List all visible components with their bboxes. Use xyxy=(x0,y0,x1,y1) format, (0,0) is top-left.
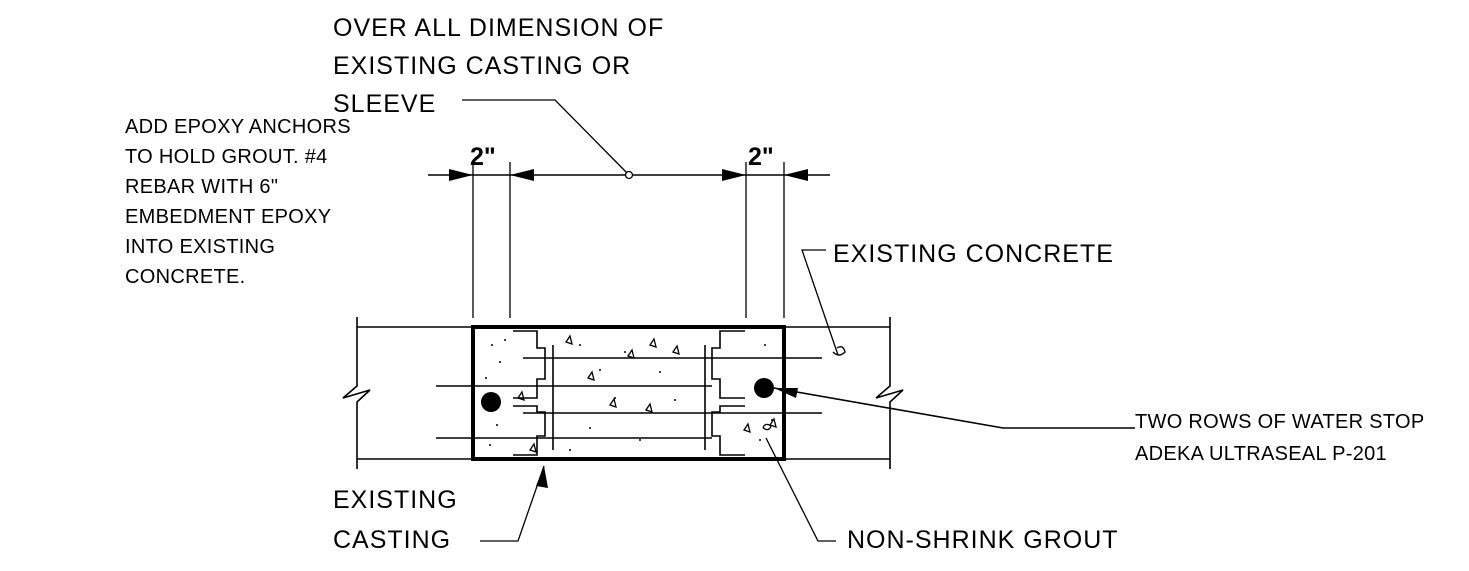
epoxy-note-line-3: REBAR WITH 6" xyxy=(125,176,278,198)
overall-dimension-line-1: OVER ALL DIMENSION OF xyxy=(333,14,664,42)
existing-concrete-leader xyxy=(801,249,846,356)
non-shrink-grout-leader xyxy=(762,423,836,542)
arrow-icon xyxy=(774,388,798,398)
water-stop-left-icon xyxy=(481,392,501,412)
epoxy-note-line-6: CONCRETE. xyxy=(125,266,245,288)
water-stop-line-1: TWO ROWS OF WATER STOP xyxy=(1135,411,1425,433)
grout-texture xyxy=(485,334,777,453)
existing-casting-leader xyxy=(480,465,548,542)
water-stop-right-icon xyxy=(754,378,774,398)
water-stop-label: TWO ROWS OF WATER STOP ADEKA ULTRASEAL P… xyxy=(1135,411,1425,465)
existing-casting-line-1: EXISTING xyxy=(333,486,458,514)
overall-dimension-leader xyxy=(462,99,634,180)
water-stop-line-2: ADEKA ULTRASEAL P-201 xyxy=(1135,443,1387,465)
leader-dot-icon xyxy=(624,170,634,180)
arrow-left-icon xyxy=(784,169,808,181)
overall-dimension-line-3: SLEEVE xyxy=(333,90,436,118)
epoxy-note-line-4: EMBEDMENT EPOXY xyxy=(125,206,331,228)
existing-casting-profile xyxy=(513,330,745,456)
arrow-right-icon xyxy=(722,169,746,181)
grout-pocket-outline xyxy=(471,325,786,461)
epoxy-anchor-note: ADD EPOXY ANCHORS TO HOLD GROUT. #4 REBA… xyxy=(125,116,351,288)
overall-dimension-line-2: EXISTING CASTING OR xyxy=(333,52,631,80)
existing-concrete-slab xyxy=(342,317,904,469)
non-shrink-grout-label: NON-SHRINK GROUT xyxy=(847,526,1119,554)
arrow-icon xyxy=(536,466,548,488)
left-dimension-text: 2" xyxy=(470,143,496,171)
arrow-left-icon xyxy=(510,169,534,181)
epoxy-note-line-1: ADD EPOXY ANCHORS xyxy=(125,116,351,138)
existing-concrete-label: EXISTING CONCRETE xyxy=(833,240,1114,268)
overall-dimension-label: OVER ALL DIMENSION OF EXISTING CASTING O… xyxy=(333,14,664,118)
epoxy-note-line-2: TO HOLD GROUT. #4 xyxy=(125,146,328,168)
break-line-right-icon xyxy=(875,317,904,469)
existing-casting-line-2: CASTING xyxy=(333,526,451,554)
water-stop-leader xyxy=(773,387,1135,429)
break-line-left-icon xyxy=(342,317,371,469)
existing-casting-label: EXISTING CASTING xyxy=(333,486,458,554)
right-dimension-text: 2" xyxy=(748,143,774,171)
epoxy-rebar-anchors xyxy=(436,357,822,439)
epoxy-note-line-5: INTO EXISTING xyxy=(125,236,275,258)
arrow-right-icon xyxy=(449,169,473,181)
dimension-line xyxy=(428,162,830,318)
